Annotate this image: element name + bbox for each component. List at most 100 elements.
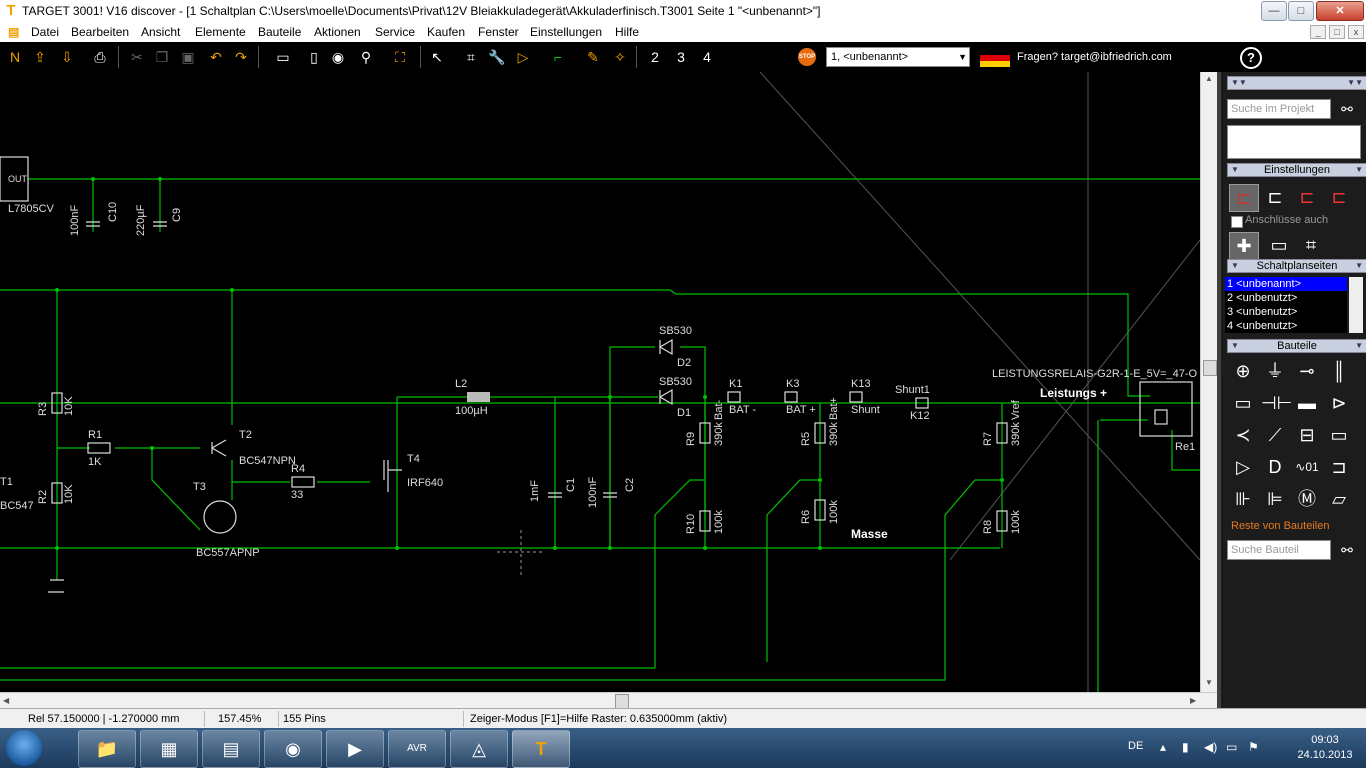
scroll-right-icon[interactable]: ▶ <box>1190 696 1197 705</box>
capacitor-icon[interactable]: ⊣⊢ <box>1261 393 1293 413</box>
panel-einstellungen-header[interactable]: ▼Einstellungen▼ <box>1227 163 1366 177</box>
menu-elemente[interactable]: Elemente <box>195 25 246 39</box>
menu-bearbeiten[interactable]: Bearbeiten <box>71 25 130 39</box>
search-part-input[interactable]: Suche Bauteil <box>1227 540 1331 560</box>
view-eye-icon[interactable]: ◉ <box>331 49 345 65</box>
search-project-input[interactable]: Suche im Projekt <box>1227 99 1331 119</box>
new-file-icon[interactable]: N <box>9 49 21 65</box>
select-mode-2-icon[interactable]: ⊏ <box>1267 187 1283 207</box>
mdi-maximize-button[interactable]: □ <box>1329 25 1345 39</box>
scroll-thumb[interactable] <box>615 694 629 709</box>
german-flag-icon[interactable] <box>980 49 1010 67</box>
menu-bauteile[interactable]: Bauteile <box>258 25 302 39</box>
select-mode-icon[interactable]: ⊏ <box>1229 184 1259 212</box>
close-button[interactable]: ✕ <box>1316 1 1364 21</box>
save-file-icon[interactable]: ⇩ <box>61 49 73 65</box>
horizontal-scrollbar[interactable]: ◀ ▶ <box>0 692 1217 709</box>
list-item[interactable]: 2 <unbenutzt> <box>1227 292 1298 304</box>
symbol-icon[interactable]: ▷ <box>517 49 529 65</box>
logic-gate-icon[interactable]: D <box>1268 457 1282 477</box>
scroll-down-icon[interactable]: ▼ <box>1205 678 1213 687</box>
page-icon[interactable]: ▯ <box>310 49 318 65</box>
menu-kaufen[interactable]: Kaufen <box>427 25 466 39</box>
wrench-icon[interactable]: 🔧 <box>488 49 506 65</box>
minimize-button[interactable]: — <box>1261 1 1287 21</box>
signal-source-icon[interactable]: ∿01 <box>1295 460 1319 474</box>
page-list-scrollbar[interactable] <box>1349 277 1363 333</box>
panel-top-header[interactable]: ▼▼▼▼ <box>1227 76 1366 90</box>
page-2-icon[interactable]: 2 <box>651 49 659 65</box>
opamp-icon[interactable]: ▷ <box>1236 457 1250 477</box>
menu-hilfe[interactable]: Hilfe <box>615 25 640 39</box>
print-icon[interactable]: ⎙ <box>94 49 106 65</box>
ground-icon[interactable]: ⏚ <box>1266 361 1284 381</box>
volume-icon[interactable]: ◀) <box>1204 740 1218 754</box>
relay-icon[interactable]: ⊟ <box>1299 425 1315 445</box>
panel-schaltplanseiten-header[interactable]: ▼Schaltplanseiten▼ <box>1227 259 1366 273</box>
group-icon[interactable]: ⌗ <box>1305 235 1317 255</box>
stop-icon[interactable]: STOP <box>798 48 816 66</box>
polar-capacitor-icon[interactable]: ⊫ <box>1267 489 1283 509</box>
battery-tray-icon[interactable]: ▮ <box>1182 740 1189 754</box>
mdi-close-button[interactable]: x <box>1348 25 1364 39</box>
zoom-icon[interactable]: ⚲ <box>360 49 372 65</box>
cut-icon[interactable]: ✂ <box>131 49 143 65</box>
flag-tray-icon[interactable]: ⚑ <box>1248 740 1259 754</box>
document-icon[interactable]: ▤ <box>8 25 20 39</box>
scroll-left-icon[interactable]: ◀ <box>3 696 10 705</box>
menu-fenster[interactable]: Fenster <box>478 25 519 39</box>
fuse-icon[interactable]: ▬ <box>1298 393 1316 413</box>
target3001-app-icon[interactable]: T <box>512 730 570 768</box>
start-button[interactable] <box>6 730 42 766</box>
copy-icon[interactable]: ❐ <box>155 49 169 65</box>
panel-bauteile-header[interactable]: ▼Bauteile▼ <box>1227 339 1366 353</box>
help-icon[interactable]: ? <box>1240 47 1262 69</box>
battery-icon[interactable]: ⊪ <box>1235 489 1251 509</box>
clock[interactable]: 09:03 24.10.2013 <box>1290 733 1360 763</box>
paste-icon[interactable]: ▣ <box>181 49 195 65</box>
pen-icon[interactable]: ✎ <box>587 49 599 65</box>
menu-aktionen[interactable]: Aktionen <box>314 25 361 39</box>
maximize-button[interactable]: □ <box>1288 1 1314 21</box>
menu-service[interactable]: Service <box>375 25 416 39</box>
language-indicator[interactable]: DE <box>1128 740 1144 752</box>
schematic-canvas[interactable]: OUT L7805CV 100nF C10 220µF C9 R3 10K R1… <box>0 72 1200 692</box>
binoculars-icon[interactable]: ⚯ <box>1341 101 1353 117</box>
menu-datei[interactable]: Datei <box>31 25 60 39</box>
crystal-icon[interactable]: ▭ <box>1330 425 1348 445</box>
diode-icon[interactable]: ⊳ <box>1331 393 1347 413</box>
page-3-icon[interactable]: 3 <box>677 49 685 65</box>
search-results-box[interactable] <box>1227 125 1361 159</box>
calculator-icon[interactable]: ▤ <box>202 730 260 768</box>
project-icon[interactable]: ▭ <box>276 49 290 65</box>
calendar-app-icon[interactable]: ▦ <box>140 730 198 768</box>
scroll-thumb[interactable] <box>1203 360 1217 376</box>
anschluesse-checkbox[interactable] <box>1231 216 1243 228</box>
list-item[interactable]: 1 <unbenannt> <box>1225 277 1347 291</box>
page-select[interactable]: 1, <unbenannt> ▼ <box>826 47 970 67</box>
switch-icon[interactable]: ⟋ <box>1268 425 1282 445</box>
pointer-icon[interactable]: ↖ <box>431 49 443 65</box>
select-mode-4-icon[interactable]: ⊏ <box>1331 187 1347 207</box>
firefox-icon[interactable]: ◉ <box>264 730 322 768</box>
component-icon[interactable]: ⌗ <box>467 49 475 65</box>
motor-icon[interactable]: Ⓜ <box>1298 489 1316 509</box>
reste-link[interactable]: Reste von Bauteilen <box>1231 520 1330 532</box>
lamp-icon[interactable]: ▱ <box>1332 489 1346 509</box>
wire-icon[interactable]: ⌐ <box>553 49 563 65</box>
explorer-icon[interactable]: 📁 <box>78 730 136 768</box>
tray-arrow-icon[interactable]: ▴ <box>1160 740 1167 754</box>
zoom-fit-icon[interactable]: ⛶ <box>395 49 405 65</box>
network-icon[interactable]: ▭ <box>1226 740 1238 754</box>
media-player-icon[interactable]: ▶ <box>326 730 384 768</box>
header-icon[interactable]: ║ <box>1332 361 1346 381</box>
list-item[interactable]: 3 <unbenutzt> <box>1227 306 1298 318</box>
add-icon[interactable]: ✚ <box>1229 232 1259 260</box>
pdf-reader-icon[interactable]: ◬ <box>450 730 508 768</box>
undo-icon[interactable]: ↶ <box>210 49 222 65</box>
scroll-up-icon[interactable]: ▲ <box>1205 74 1213 83</box>
list-item[interactable]: 4 <unbenutzt> <box>1227 320 1298 332</box>
mdi-minimize-button[interactable]: _ <box>1310 25 1326 39</box>
menu-ansicht[interactable]: Ansicht <box>141 25 181 39</box>
vertical-scrollbar[interactable]: ▲ ▼ <box>1200 72 1218 692</box>
